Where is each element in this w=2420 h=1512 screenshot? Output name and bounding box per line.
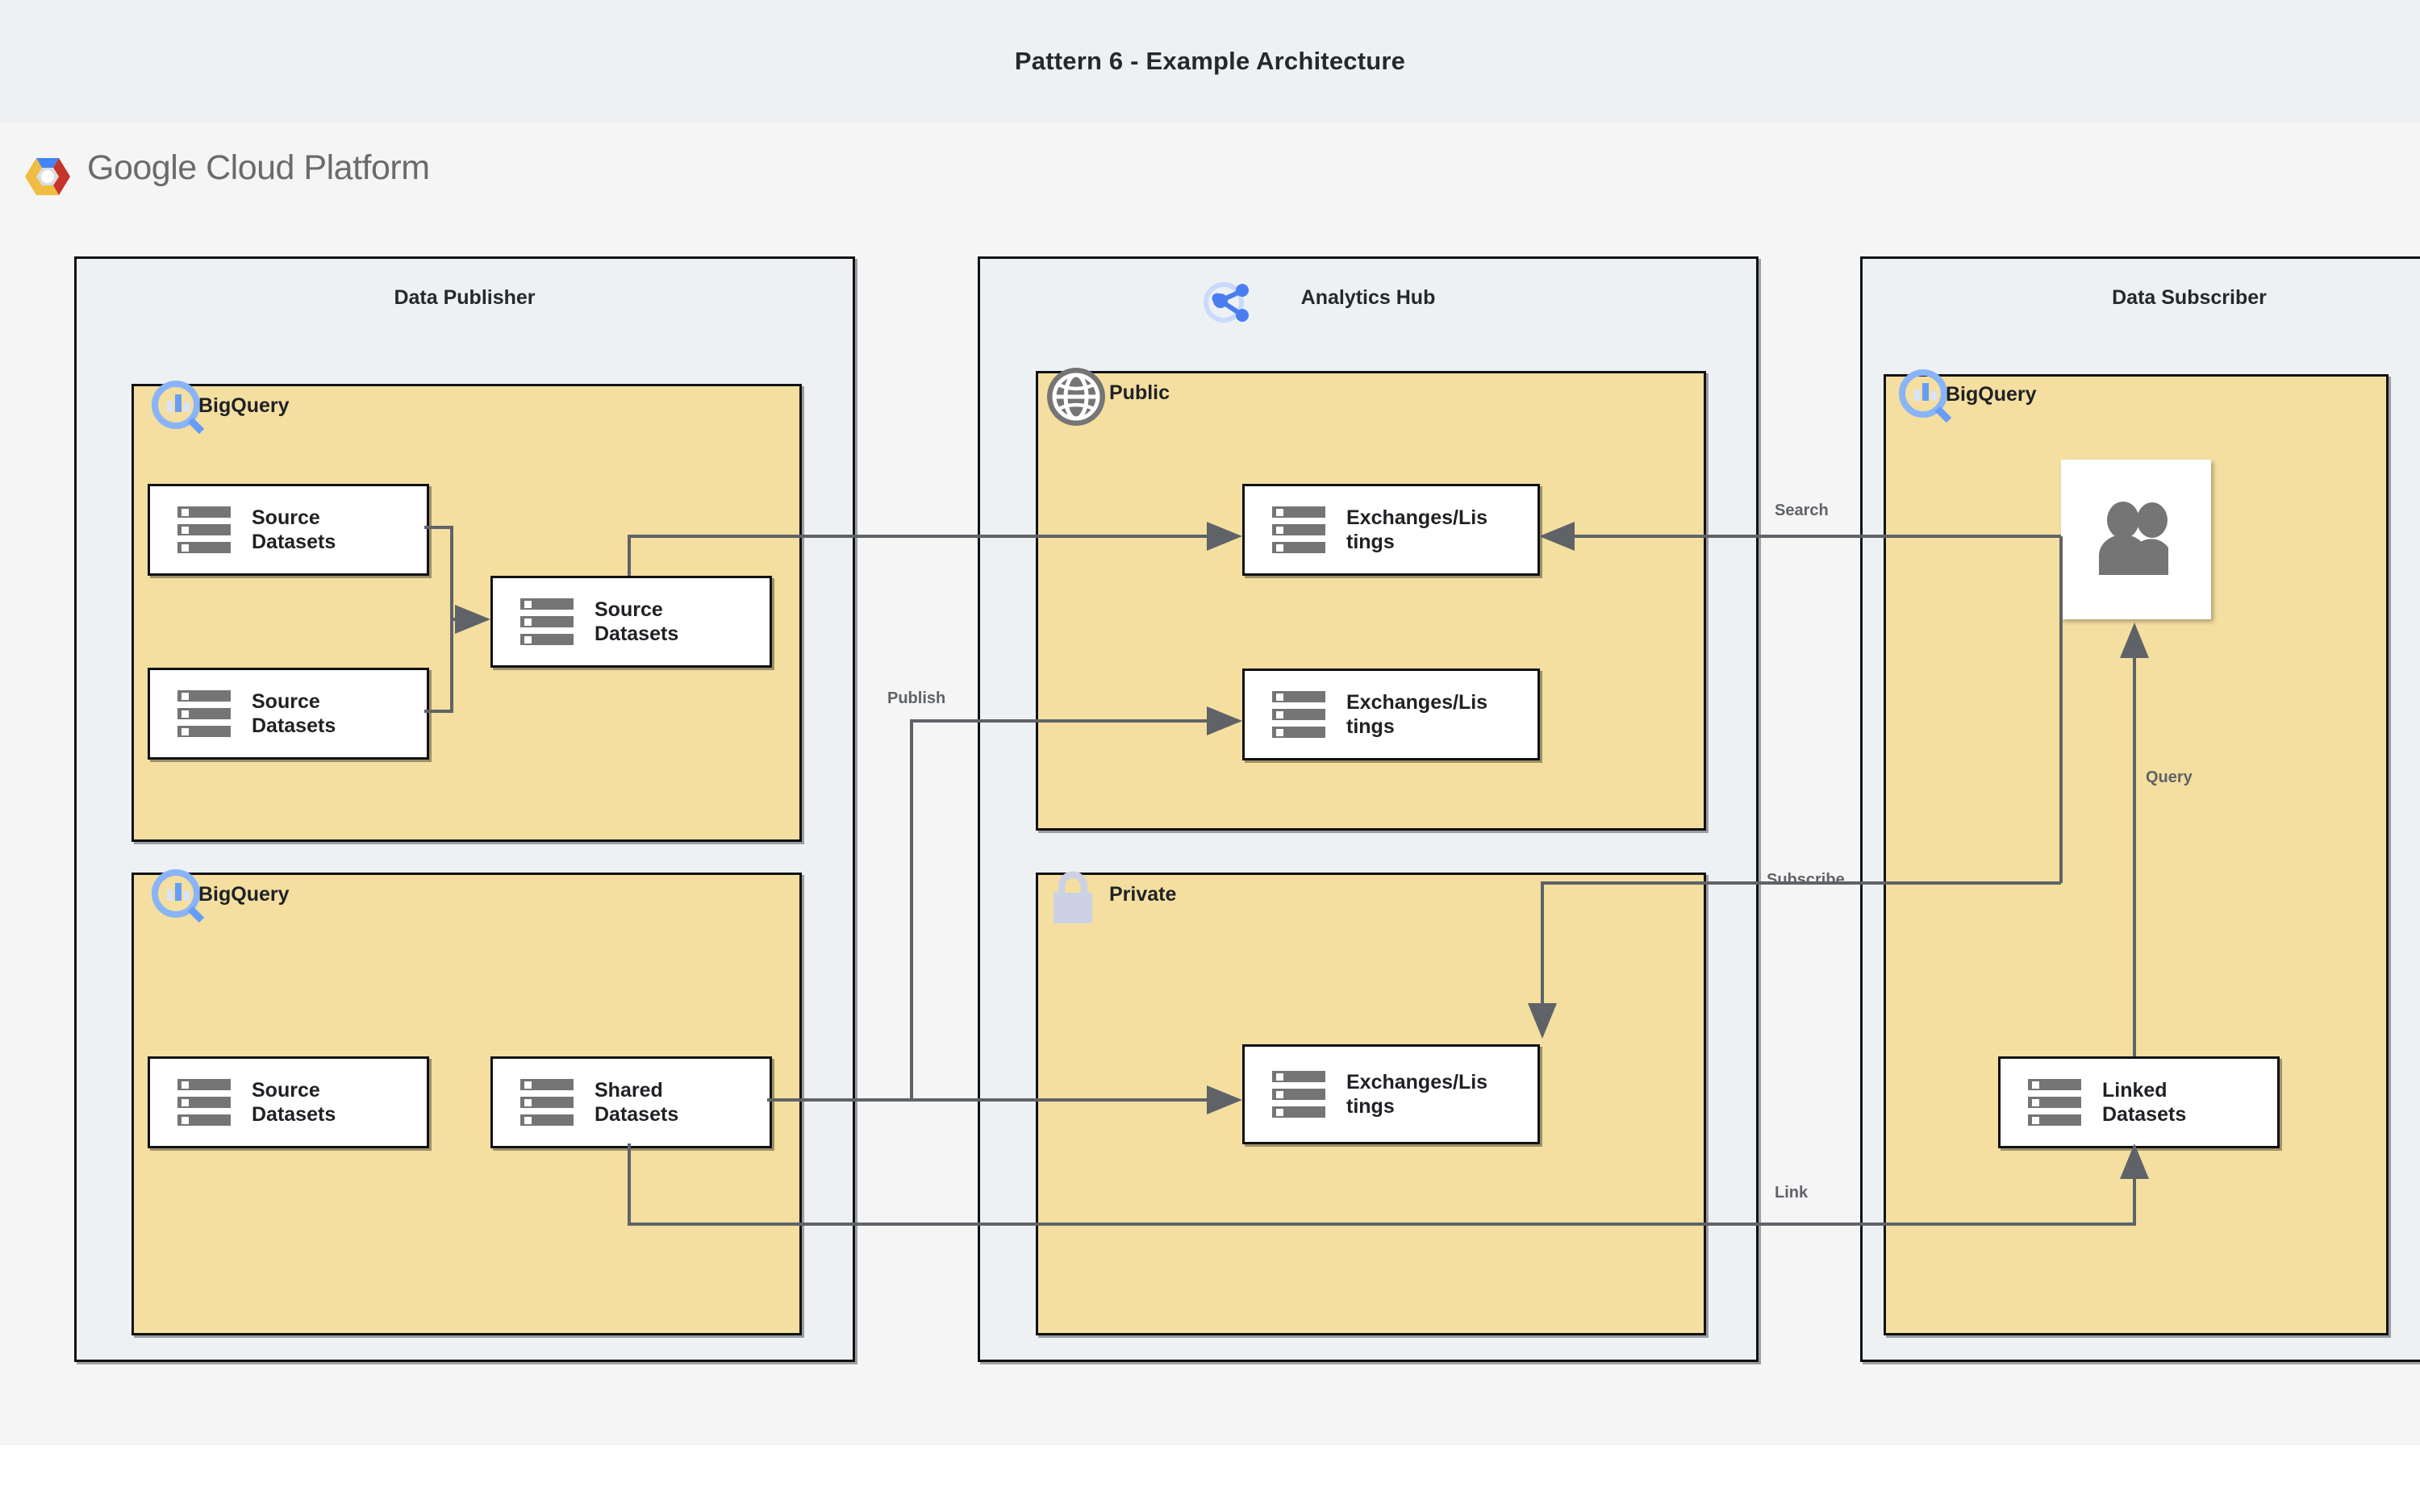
- node-exchanges-listings-public-2[interactable]: Exchanges/Lis tings: [1242, 669, 1540, 760]
- edge-label-publish: Publish: [887, 689, 946, 707]
- edge-label-search: Search: [1775, 502, 1829, 519]
- zone-title-data-publisher: Data Publisher: [394, 286, 536, 309]
- edge-label-subscribe: Subscribe: [1767, 871, 1845, 889]
- node-label-exchanges-listings-public-2: Exchanges/Lis tings: [1346, 690, 1488, 739]
- page-title: Pattern 6 - Example Architecture: [1014, 47, 1406, 75]
- datasets-icon: [520, 598, 574, 645]
- node-label-source-datasets-b: Source Datasets: [252, 689, 336, 738]
- gcp-logo: Google Cloud Platform: [23, 147, 474, 211]
- node-source-datasets-a[interactable]: Source Datasets: [148, 484, 429, 576]
- datasets-icon: [1272, 1071, 1325, 1118]
- lock-icon: [1046, 868, 1099, 928]
- title-band: Pattern 6 - Example Architecture: [0, 0, 2420, 123]
- node-shared-datasets[interactable]: Shared Datasets: [490, 1056, 772, 1148]
- container-label-hub-private: Private: [1109, 883, 1177, 906]
- node-label-source-datasets-merged: Source Datasets: [595, 598, 679, 646]
- node-label-exchanges-listings-private-1: Exchanges/Lis tings: [1346, 1070, 1488, 1118]
- datasets-icon: [177, 690, 231, 737]
- bigquery-icon: [1891, 364, 1952, 423]
- node-exchanges-listings-public-1[interactable]: Exchanges/Lis tings: [1242, 484, 1540, 576]
- node-label-exchanges-listings-public-1: Exchanges/Lis tings: [1346, 506, 1488, 554]
- gcp-word-google: Google: [87, 148, 197, 187]
- container-label-publisher-bigquery-bottom: BigQuery: [198, 883, 290, 906]
- container-label-publisher-bigquery-top: BigQuery: [198, 394, 290, 417]
- analytics-hub-share-icon: [1200, 274, 1256, 331]
- globe-icon: [1043, 364, 1109, 430]
- node-source-datasets-b[interactable]: Source Datasets: [148, 668, 429, 760]
- users-icon: [2088, 499, 2184, 581]
- datasets-icon: [177, 1079, 231, 1126]
- node-label-source-datasets-a: Source Datasets: [252, 506, 336, 554]
- zone-title-data-subscriber: Data Subscriber: [2112, 286, 2267, 309]
- gcp-word-cloud-platform: Cloud Platform: [206, 148, 430, 187]
- datasets-icon: [520, 1079, 574, 1126]
- datasets-icon: [1272, 506, 1325, 553]
- edge-label-link: Link: [1775, 1184, 1809, 1202]
- edge-label-query: Query: [2146, 768, 2193, 786]
- gcp-wordmark: Google Cloud Platform: [87, 148, 430, 188]
- container-label-subscriber-bigquery: BigQuery: [1946, 383, 2037, 406]
- bigquery-icon: [144, 375, 205, 435]
- zone-title-analytics-hub: Analytics Hub: [1300, 286, 1436, 309]
- node-linked-datasets[interactable]: Linked Datasets: [1998, 1056, 2280, 1148]
- node-source-datasets-merged[interactable]: Source Datasets: [490, 576, 772, 668]
- node-label-shared-datasets: Shared Datasets: [595, 1078, 679, 1127]
- node-exchanges-listings-private-1[interactable]: Exchanges/Lis tings: [1242, 1044, 1540, 1144]
- container-label-hub-public: Public: [1109, 381, 1170, 404]
- container-hub-public: Public: [1036, 368, 1706, 831]
- gcp-hexagon-icon: [23, 152, 73, 202]
- bigquery-icon: [144, 864, 205, 923]
- datasets-icon: [1272, 691, 1325, 738]
- node-label-source-datasets-c: Source Datasets: [252, 1078, 336, 1127]
- datasets-icon: [177, 506, 231, 553]
- datasets-icon: [2028, 1079, 2081, 1126]
- node-source-datasets-c[interactable]: Source Datasets: [148, 1056, 429, 1148]
- node-subscriber-users[interactable]: [2061, 460, 2211, 619]
- node-label-linked-datasets: Linked Datasets: [2102, 1078, 2187, 1127]
